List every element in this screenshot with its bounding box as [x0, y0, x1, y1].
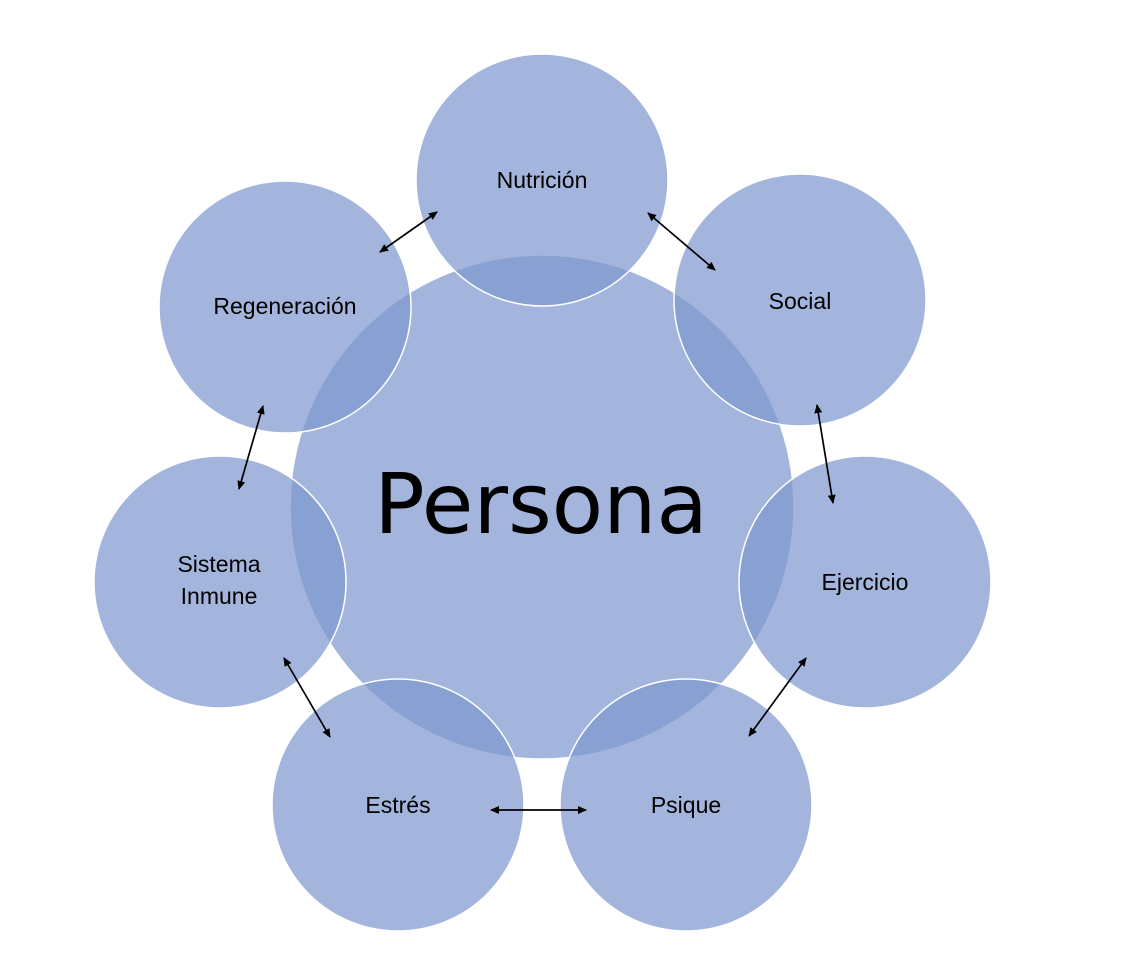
center-label: Persona: [374, 455, 708, 553]
node-label-nutricion: Nutrición: [497, 167, 588, 193]
node-circle-regeneracion: [158, 180, 412, 434]
node-circle-social: [673, 173, 927, 427]
arrow-regeneracion-nutricion: [379, 211, 438, 253]
node-circle-nutricion: [415, 53, 669, 307]
node-label-social: Social: [769, 288, 832, 314]
node-circle-psique: [559, 678, 813, 932]
node-label-regeneracion: Regeneración: [213, 293, 356, 319]
node-circle-estres: [271, 678, 525, 932]
node-circle-sistema-inmune: [93, 455, 347, 709]
node-label-ejercicio: Ejercicio: [822, 569, 909, 595]
node-label-inmune: Inmune: [181, 583, 258, 609]
arrow-sistema-inmune-regeneracion: [237, 405, 265, 490]
node-circle-ejercicio: [738, 455, 992, 709]
arrow-social-ejercicio: [814, 404, 836, 504]
node-label-psique: Psique: [651, 792, 721, 818]
node-label-estres: Estrés: [365, 792, 430, 818]
arrow-estres-sistema-inmune: [283, 657, 331, 738]
node-label-sistema: Sistema: [177, 551, 260, 577]
arrow-ejercicio-psique: [748, 657, 807, 737]
arrow-nutricion-social: [647, 212, 716, 271]
